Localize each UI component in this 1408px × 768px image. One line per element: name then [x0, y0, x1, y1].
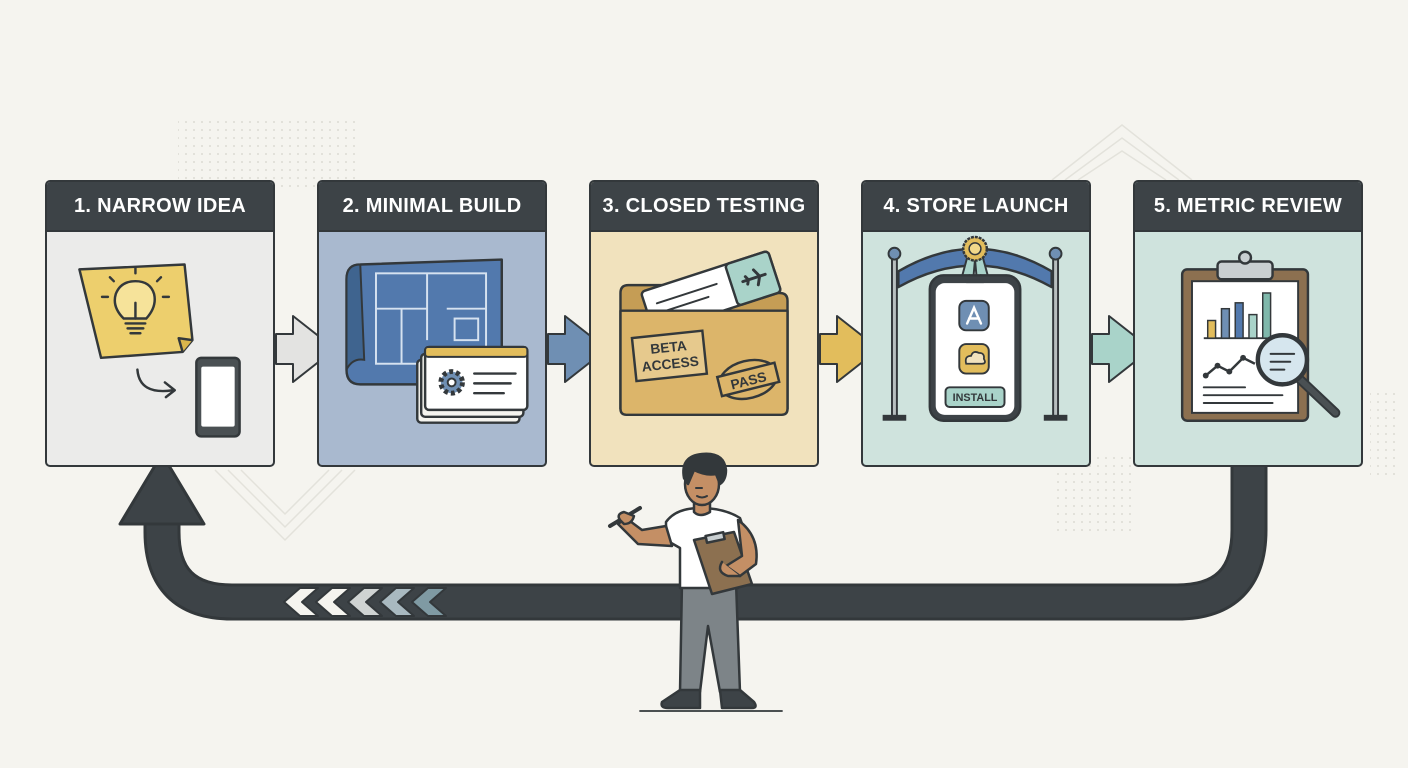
launch-arch-icon: INSTALL [882, 235, 1068, 422]
beta-access-stamp: BETA ACCESS [630, 329, 709, 383]
pass-stamp: PASS [715, 358, 781, 401]
connector-arrow-4 [1091, 315, 1152, 383]
settings-card-icon [416, 345, 529, 424]
connector-arrow-1 [275, 315, 336, 383]
lightbulb-icon [100, 266, 171, 335]
stage-title: 2. MINIMAL BUILD [319, 182, 545, 232]
app-store-icon [958, 299, 990, 332]
airplane-icon [741, 268, 767, 287]
loop-chevrons [283, 587, 447, 617]
stage-closed-testing: 3. CLOSED TESTING BETA ACCESS [589, 180, 819, 467]
svg-text:BETA: BETA [650, 338, 688, 357]
connector-arrow-3 [819, 315, 880, 383]
stage-title: 4. STORE LAUNCH [863, 182, 1089, 232]
loop-arrowhead [118, 452, 206, 526]
cloud-app-icon [958, 343, 990, 375]
connector-arrow-2 [547, 315, 608, 383]
clipboard-report-icon [1180, 250, 1341, 422]
bar-chart-icon [1203, 292, 1285, 340]
stage-title: 3. CLOSED TESTING [591, 182, 817, 232]
curved-arrow-icon [136, 368, 175, 393]
phone-icon: INSTALL [928, 274, 1022, 422]
magnifier-icon [1255, 333, 1341, 418]
lightbulb-to-phone-icon [78, 263, 241, 438]
stage-title: 5. METRIC REVIEW [1135, 182, 1361, 232]
envelope-icon: BETA ACCESS PASS [619, 250, 789, 417]
install-button[interactable]: INSTALL [944, 386, 1006, 408]
stage-store-launch: 4. STORE LAUNCH [861, 180, 1091, 467]
svg-text:ACCESS: ACCESS [641, 354, 700, 375]
stage-metric-review: 5. METRIC REVIEW [1133, 180, 1363, 467]
blueprint-icon [345, 258, 529, 424]
phone-icon [195, 356, 241, 438]
stage-minimal-build: 2. MINIMAL BUILD [317, 180, 547, 467]
svg-text:INSTALL: INSTALL [953, 392, 998, 404]
stage-narrow-idea: 1. NARROW IDEA [45, 180, 275, 467]
stage-title: 1. NARROW IDEA [47, 182, 273, 232]
